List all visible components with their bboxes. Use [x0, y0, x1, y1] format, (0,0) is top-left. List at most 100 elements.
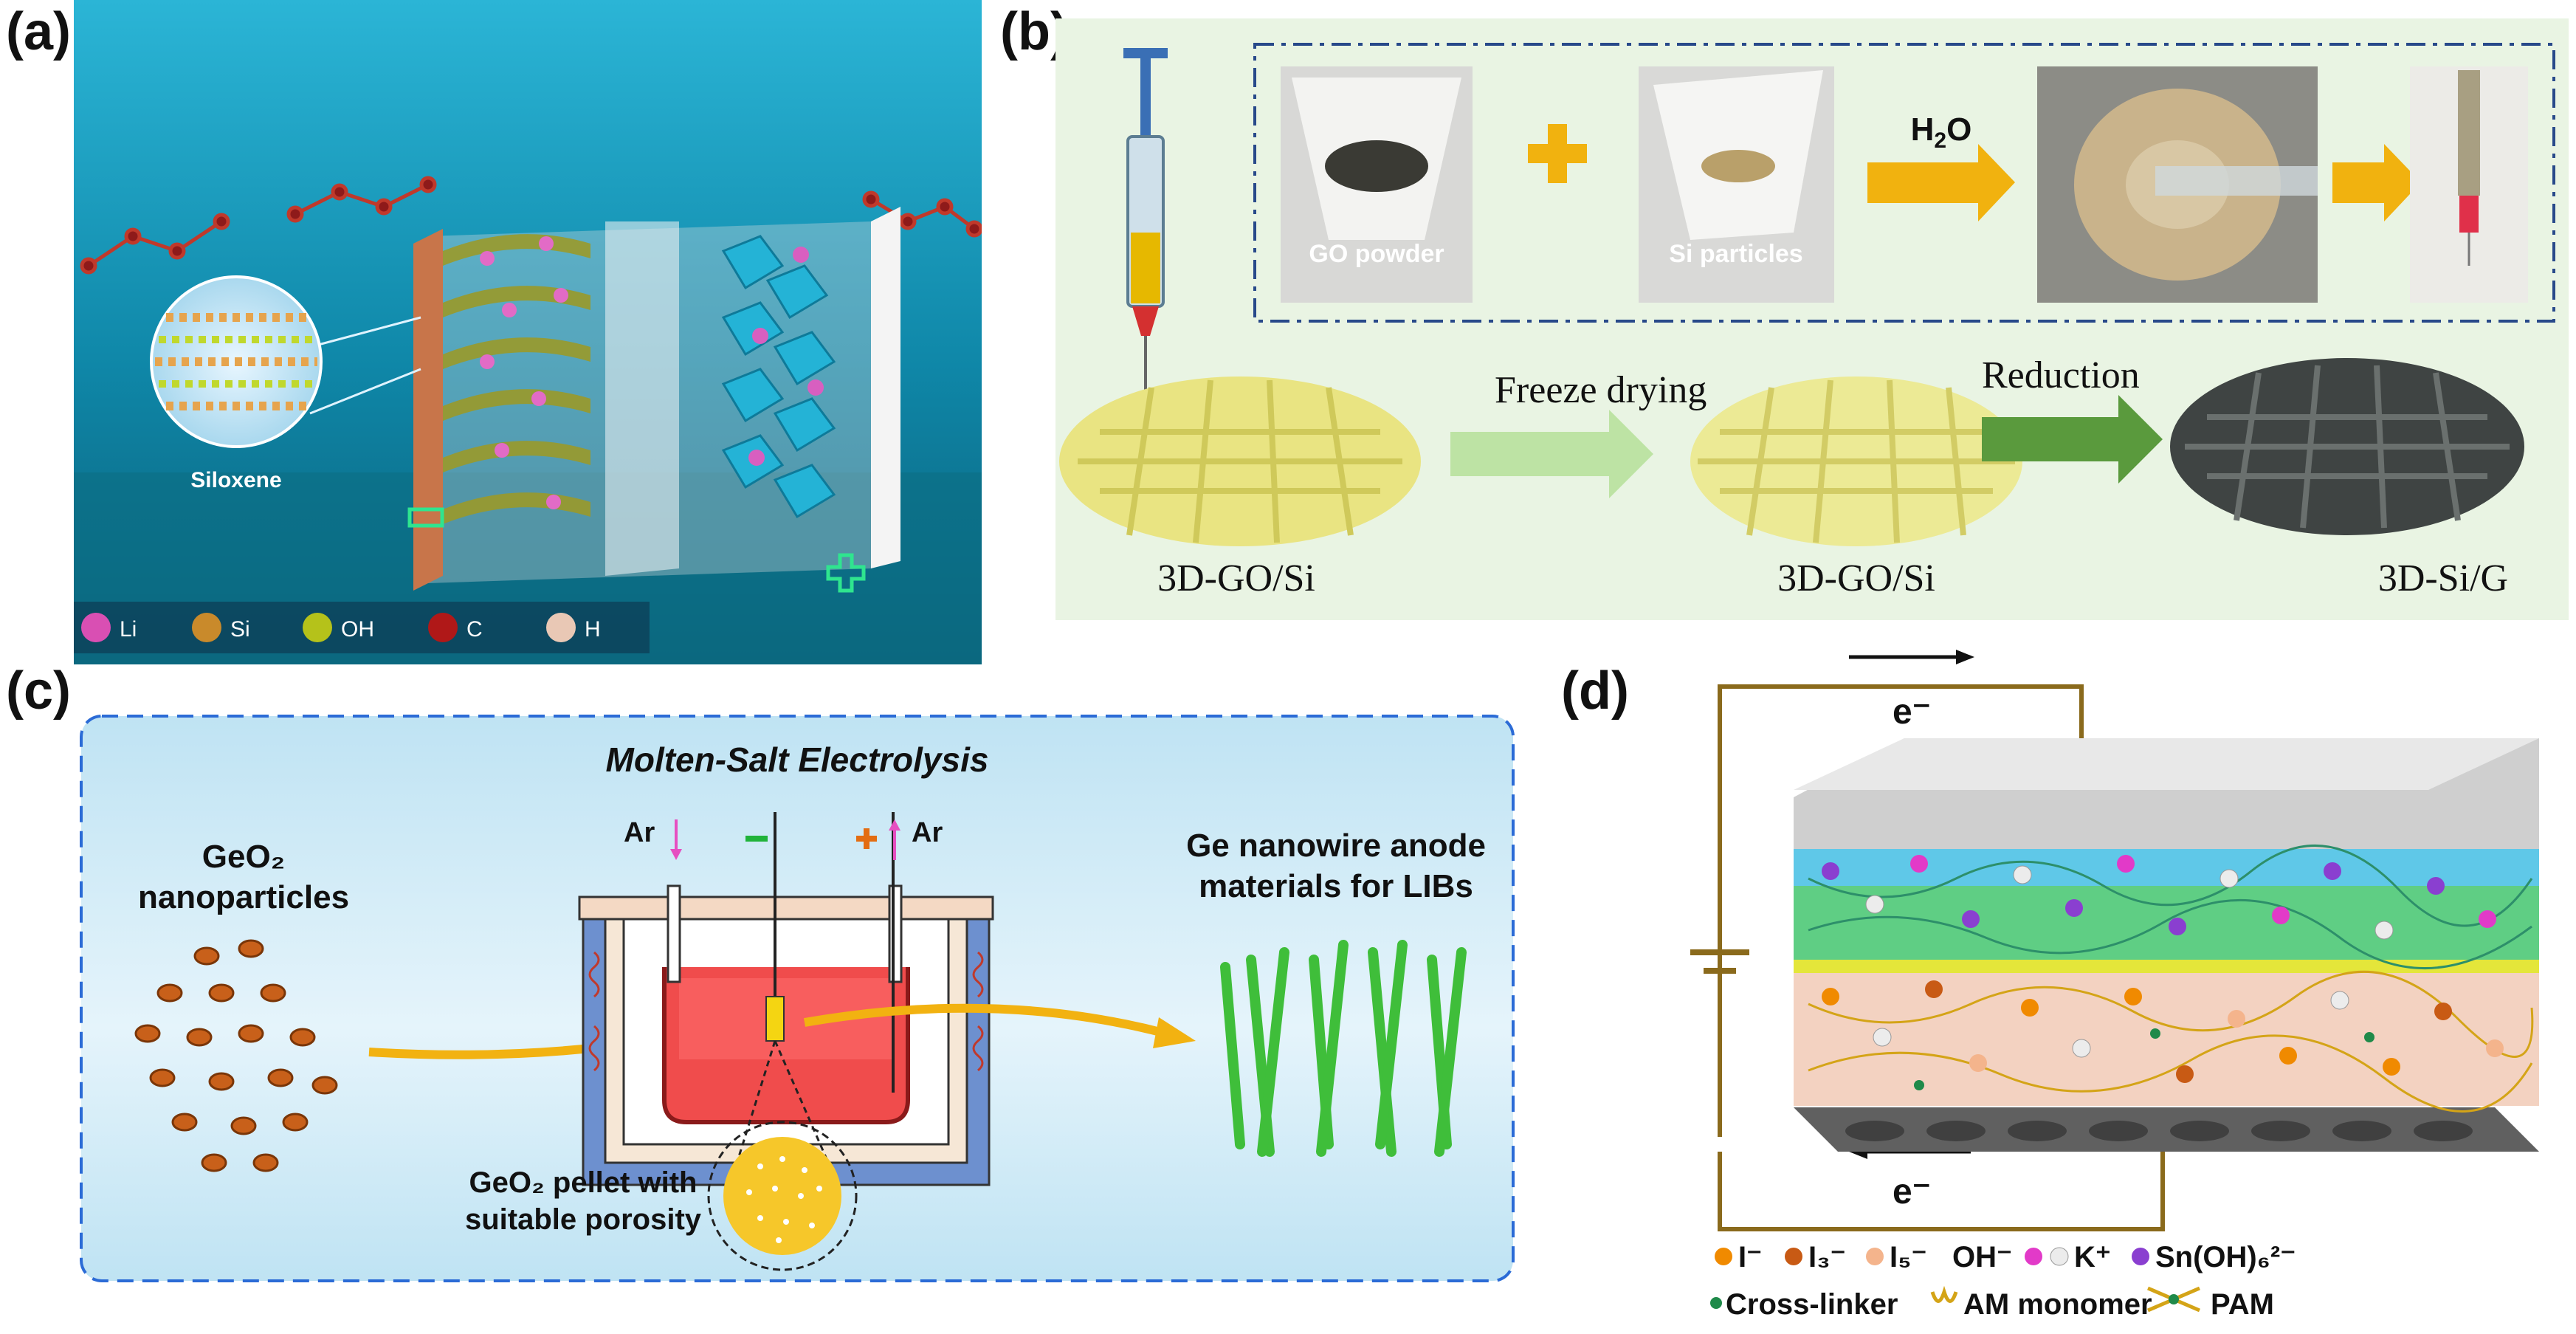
top-collector-face — [1794, 738, 2539, 790]
separator — [605, 221, 679, 576]
plus-vertical — [1548, 124, 1567, 183]
si-particles-label: Si particles — [1669, 240, 1802, 268]
legend-c-label: C — [466, 617, 483, 642]
pam-network-bottom — [1808, 970, 2534, 1113]
gas-label-right: Ar — [912, 817, 943, 848]
cathode-crystal — [721, 235, 836, 519]
legend-si-label: Si — [230, 617, 250, 642]
gas-outlet-tube — [888, 884, 903, 983]
go-powder-pile — [1325, 140, 1428, 192]
go-powder-label: GO powder — [1309, 240, 1444, 268]
zoom-circle — [707, 1121, 858, 1271]
geo2-nanoparticles — [134, 939, 338, 1172]
legend-si-swatch — [192, 613, 221, 642]
reduction-arrow — [1982, 395, 2163, 484]
gas-out-arrow-head — [889, 819, 900, 831]
legend-pentaiodide-swatch — [1866, 1248, 1884, 1265]
legend-stannate-swatch — [2132, 1248, 2149, 1265]
porous-pellet — [723, 1137, 841, 1255]
carbon-cloth-weave — [1845, 1121, 2473, 1141]
legend-pam-label: PAM — [2211, 1288, 2274, 1321]
legend-stannate-label: Sn(OH)₆²⁻ — [2155, 1241, 2296, 1273]
product-label-2: 3D-GO/Si — [1777, 557, 1935, 599]
legend-pentaiodide-label: I₅⁻ — [1890, 1241, 1927, 1273]
legend-potassium-label: K⁺ — [2074, 1241, 2111, 1273]
cathode-minus-sign — [745, 836, 768, 842]
gas-label-left: Ar — [624, 817, 655, 848]
pellet-label-line1: GeO₂ pellet with — [469, 1166, 698, 1199]
si-particles-pile — [1701, 150, 1775, 182]
geo2-pellet — [765, 996, 785, 1042]
legend-am-monomer-label: AM monomer — [1963, 1288, 2152, 1321]
lattice-disk-go-si-2 — [1690, 377, 2022, 546]
ge-nanowire-label-line1: Ge nanowire anode — [1186, 828, 1486, 864]
ions-top-layer — [1822, 855, 2496, 940]
anode-current-collector — [413, 229, 443, 591]
anode-minus-sign — [407, 507, 444, 528]
zoom-line-2 — [774, 1040, 828, 1160]
legend-oh-swatch — [303, 613, 332, 642]
lithium-ions-anode — [480, 236, 568, 509]
anode-plus-sign-v — [864, 828, 869, 849]
panel-c-title: Molten-Salt Electrolysis — [606, 740, 989, 779]
legend-triiodide-label: I₃⁻ — [1808, 1241, 1846, 1273]
molecule-right — [862, 190, 982, 238]
legend-h-swatch — [546, 613, 576, 642]
lattice-disk-si-g — [2170, 358, 2524, 535]
membrane-layer — [1794, 960, 2539, 973]
gas-in-arrow-head — [670, 849, 682, 860]
arrow-to-nanowires-head — [1153, 1017, 1196, 1048]
siloxene-label: Siloxene — [190, 468, 281, 492]
electron-label-bottom: e⁻ — [1893, 1172, 1931, 1211]
catholyte-green-band — [1794, 886, 2539, 960]
legend-iodide-swatch — [1715, 1248, 1732, 1265]
legend-am-monomer-icon — [1930, 1285, 1958, 1303]
legend-c-swatch — [428, 613, 458, 642]
panel-label-d: (d) — [1561, 661, 1629, 721]
pellet-label-line2: suitable porosity — [465, 1203, 702, 1236]
legend-oh-label: OH — [341, 617, 374, 642]
geo2-label-line2: nanoparticles — [138, 879, 349, 915]
circuit-bottom-wire — [1718, 1152, 2165, 1231]
reduction-label: Reduction — [1982, 354, 2140, 396]
electron-label-top: e⁻ — [1893, 692, 1931, 732]
legend-hydroxide-swatch — [2025, 1248, 2042, 1265]
circuit-top-wire — [1718, 684, 2084, 1137]
siloxene-atom-rows — [155, 313, 317, 410]
legend-li-label: Li — [120, 617, 137, 642]
panel-a-legend: Li Si OH C H — [81, 613, 601, 642]
ge-nanowires — [1220, 940, 1467, 1157]
zoom-line-top — [309, 316, 421, 348]
lithium-ions-cathode — [748, 247, 824, 466]
h2o-arrow — [1867, 144, 2015, 221]
product-label-3: 3D-Si/G — [2378, 557, 2508, 599]
ge-nanowire-label-line2: materials for LIBs — [1199, 868, 1473, 904]
panel-d-hydrogel-battery: e⁻ e⁻ — [1690, 650, 2539, 1321]
legend-crosslinker-label: Cross-linker — [1726, 1288, 1898, 1321]
panel-d-legend-row2: Cross-linker AM monomer PAM — [1710, 1285, 2274, 1321]
panel-label-c: (c) — [6, 661, 71, 721]
lattice-disk-go-si-1 — [1059, 377, 1421, 546]
panel-c-electrolysis: Molten-Salt Electrolysis GeO₂ nanopartic… — [80, 715, 1515, 1282]
legend-crosslinker-swatch — [1710, 1297, 1722, 1309]
molecule-middle — [286, 176, 437, 223]
legend-h-label: H — [585, 617, 601, 642]
legend-hydroxide-label: OH⁻ — [1952, 1241, 2012, 1273]
zoom-line-bottom — [309, 368, 421, 415]
gas-inlet-tube — [667, 884, 681, 983]
battery-box-right-wall — [871, 207, 900, 568]
legend-potassium-swatch — [2050, 1247, 2069, 1266]
heating-elements — [588, 951, 984, 1072]
product-label-1: 3D-GO/Si — [1157, 557, 1315, 599]
freeze-drying-label: Freeze drying — [1495, 369, 1707, 411]
cathode-plus-sign — [826, 553, 866, 593]
pam-network-top — [1808, 844, 2533, 969]
freeze-drying-arrow — [1450, 410, 1653, 498]
legend-iodide-label: I⁻ — [1738, 1241, 1762, 1273]
electron-arrow-top-head — [1956, 650, 1974, 664]
pellet-pores — [746, 1156, 822, 1243]
geo2-label-line1: GeO₂ — [202, 839, 285, 875]
ions-bottom-layer — [1822, 980, 2504, 1090]
process-dashed-box — [1253, 43, 2555, 323]
panel-d-legend-row1: I⁻ I₃⁻ I₅⁻ OH⁻ K⁺ Sn(OH)₆²⁻ — [1715, 1241, 2296, 1273]
